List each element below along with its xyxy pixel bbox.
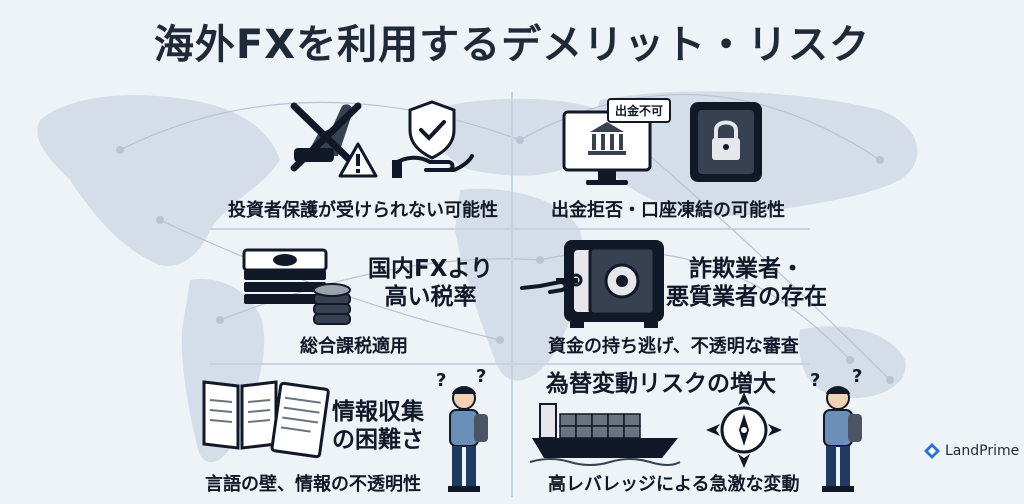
panel3-caption: 総合課税適用: [300, 336, 408, 357]
open-vault-icon: [564, 240, 664, 328]
panel3-heading: 国内FXより 高い税率: [368, 255, 493, 311]
panel5-heading: 情報収集 の困難さ: [332, 398, 424, 454]
warning-icon: [338, 142, 378, 178]
panel4-heading: 詐欺業者・ 悪質業者の存在: [666, 255, 827, 311]
landprime-logo: LandPrime: [924, 443, 1019, 459]
panel6-caption: 高レバレッジによる急激な変動: [548, 474, 800, 495]
shield-check-hand-icon: [392, 100, 474, 178]
confused-person-icon-2: ? ?: [810, 366, 862, 492]
hand-key-icon: [520, 273, 583, 294]
coin-stack-icon: [313, 283, 351, 325]
crossed-out-investor-icon: [290, 102, 362, 172]
horizontal-divider-1: [210, 228, 810, 230]
page-title: 海外FXを利用するデメリット・リスク: [153, 22, 871, 68]
foreign-book-icon: [202, 380, 278, 450]
locked-safe-icon: [690, 102, 762, 182]
panel3-heading-line2: 高い税率: [384, 284, 477, 310]
panel5-heading-line1: 情報収集: [332, 399, 424, 425]
panel1-caption: 投資者保護が受けられない可能性: [228, 200, 498, 221]
confused-person-icon: ? ?: [436, 366, 488, 492]
panel5-heading-line2: の困難さ: [332, 427, 424, 453]
horizontal-divider-2: [210, 363, 810, 365]
panel5-caption: 言語の壁、情報の不透明性: [205, 474, 421, 495]
withdrawal-denied-bubble: 出金不可: [607, 98, 672, 123]
compass-icon: [706, 392, 782, 468]
svg-text:?: ?: [810, 370, 820, 391]
panel3-heading-line1: 国内FXより: [368, 256, 493, 282]
svg-text:?: ?: [852, 366, 862, 387]
panel4-caption: 資金の持ち逃げ、不透明な審査: [548, 336, 799, 357]
vertical-divider: [511, 92, 513, 497]
cash-stack-icon: [242, 248, 328, 304]
panel4-heading-line2: 悪質業者の存在: [666, 284, 827, 310]
svg-text:?: ?: [476, 366, 486, 387]
landprime-logo-icon: [924, 443, 940, 459]
bank-monitor-icon: [562, 110, 652, 185]
panel4-heading-line1: 詐欺業者・: [689, 256, 804, 282]
cargo-ship-icon: [529, 403, 681, 466]
bubble-text: 出金不可: [615, 104, 664, 118]
svg-text:?: ?: [436, 370, 446, 391]
foreign-document-icon: [270, 381, 330, 459]
logo-text: LandPrime: [945, 443, 1020, 459]
panel2-caption: 出金拒否・口座凍結の可能性: [551, 200, 785, 221]
panel6-heading: 為替変動リスクの増大: [546, 371, 776, 397]
